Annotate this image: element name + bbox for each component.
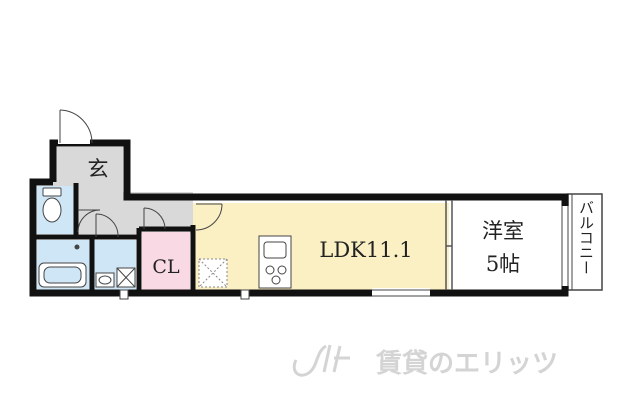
door-swing-icon [195,203,223,231]
fridge-space-icon [198,258,228,288]
inner-walls [33,183,196,293]
ldk-floor [193,203,449,290]
door-swing-icon [95,213,119,238]
balcony [567,193,603,291]
toilet-icon [42,187,62,223]
balcony-label: バルコニー [577,200,595,275]
ldk-label: LDK11.1 [319,238,412,262]
window-western-room [560,206,570,286]
watermark-logo-icon [292,344,350,377]
laundry-space-icon [116,267,136,288]
western-room-floor [449,203,562,290]
entrance-label: 玄 [88,157,109,181]
door-swing-icon [58,108,93,144]
door-swing-icon [77,209,101,233]
room-partition [445,200,453,290]
closet-floor [142,232,190,290]
bathtub-icon [38,244,87,288]
western-room-label: 洋室 [482,219,524,243]
door-swing-icon [143,207,166,230]
window-ldk [372,288,430,298]
closet-label: CL [152,256,180,278]
stove-icon [265,265,287,285]
wall-marker [240,289,250,300]
kitchen-sink-icon [263,241,287,259]
washbasin-icon [95,272,115,288]
watermark-text: 賃貸のエリッツ [375,348,558,379]
western-room-size: 5帖 [486,252,520,276]
wall-marker [119,289,129,300]
